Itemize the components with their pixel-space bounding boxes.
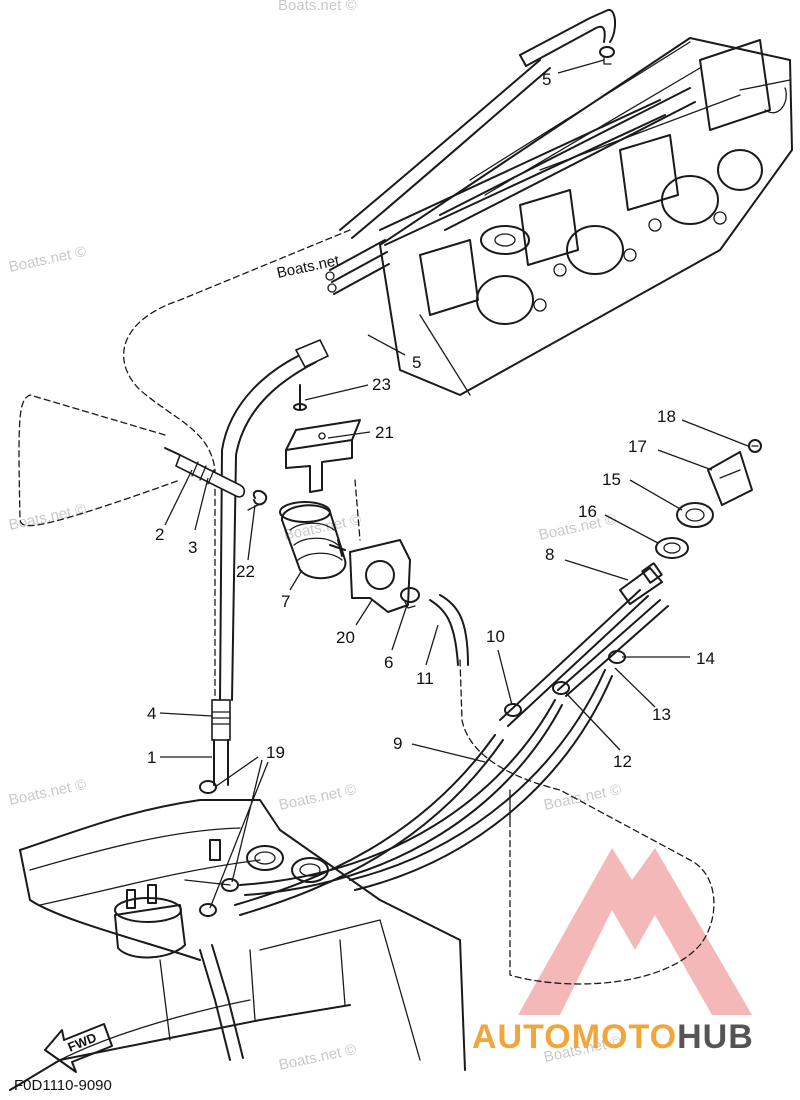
callout-label: 18 bbox=[657, 407, 676, 426]
fwd-label: FWD bbox=[66, 1030, 99, 1055]
callout-label: 6 bbox=[384, 653, 393, 672]
fwd-arrow: FWD bbox=[44, 1023, 113, 1073]
callout-label: 12 bbox=[613, 752, 632, 771]
watermark: Boats.net © bbox=[277, 781, 357, 814]
callout-numbers: 1 2 3 4 5 5 6 7 8 9 10 11 12 13 14 15 16… bbox=[147, 70, 715, 771]
callout-label: 16 bbox=[578, 502, 597, 521]
fuel-filter-assembly bbox=[247, 384, 420, 613]
logo-part-auto: AUTO bbox=[472, 1018, 572, 1056]
callout-label: 21 bbox=[375, 423, 394, 442]
watermark: Boats.net © bbox=[277, 1041, 357, 1074]
callout-label: 7 bbox=[281, 592, 290, 611]
dashed-outline bbox=[18, 229, 715, 985]
watermark: Boats.net © bbox=[7, 776, 87, 809]
callout-label: 17 bbox=[628, 437, 647, 456]
callout-label: 2 bbox=[155, 525, 164, 544]
callout-label: 10 bbox=[486, 627, 505, 646]
callout-label: 8 bbox=[545, 545, 554, 564]
fuel-fitting-parts bbox=[504, 439, 762, 717]
callout-label: 11 bbox=[416, 669, 434, 688]
callout-label: 4 bbox=[147, 704, 156, 723]
callout-label: 20 bbox=[336, 628, 355, 647]
callout-label: 14 bbox=[696, 649, 715, 668]
fuel-tank bbox=[9, 780, 466, 1091]
engine-block bbox=[325, 9, 793, 396]
callout-label: 13 bbox=[652, 705, 671, 724]
logo-part-moto: MOTO bbox=[572, 1018, 677, 1056]
automotohub-logo bbox=[518, 848, 752, 1015]
callout-label: 1 bbox=[147, 748, 156, 767]
callout-leaders bbox=[159, 59, 749, 909]
watermark: Boats.net © bbox=[278, 0, 357, 14]
watermark: Boats.net © bbox=[542, 781, 622, 814]
logo-part-hub: HUB bbox=[677, 1018, 754, 1056]
logo-wordmark: AUTOMOTOHUB bbox=[472, 1018, 754, 1056]
callout-label: 15 bbox=[602, 470, 621, 489]
logo-triangle bbox=[518, 848, 752, 1015]
callout-label: 5 bbox=[542, 70, 551, 89]
callout-label: 23 bbox=[372, 375, 391, 394]
hoses bbox=[164, 338, 669, 916]
callout-label: 5 bbox=[412, 353, 421, 372]
logo-triangle-inner bbox=[585, 962, 640, 1015]
watermark: Boats.net © bbox=[7, 243, 87, 276]
callout-label: 22 bbox=[236, 562, 255, 581]
callout-label: 3 bbox=[188, 538, 197, 557]
callout-label: 19 bbox=[266, 743, 285, 762]
part-code: F0D1110-9090 bbox=[14, 1077, 112, 1094]
callout-label: 9 bbox=[393, 734, 402, 753]
svg-text:AUTOMOTOHUB: AUTOMOTOHUB bbox=[472, 1018, 754, 1056]
